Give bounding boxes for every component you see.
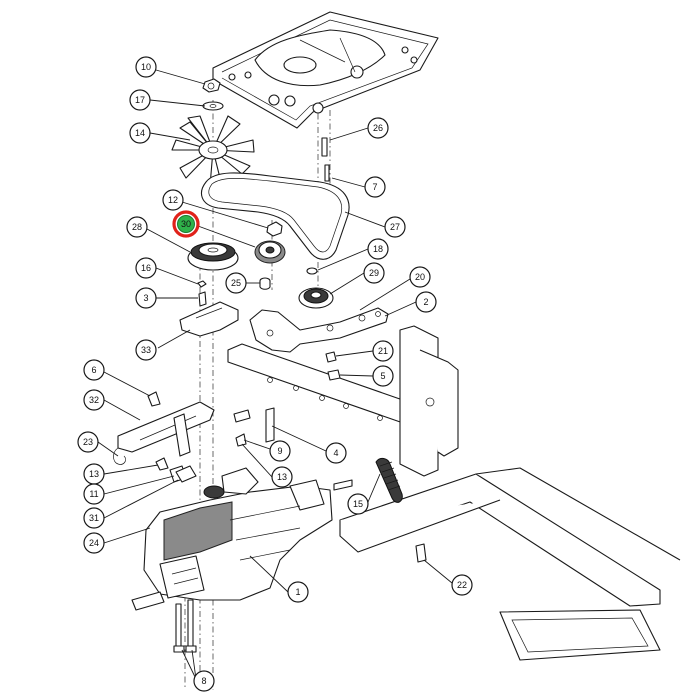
deck-plate (212, 11, 439, 129)
svg-text:10: 10 (141, 62, 151, 72)
svg-text:9: 9 (277, 446, 282, 456)
callout-33[interactable]: 33 (135, 339, 157, 361)
transmission-part (131, 465, 353, 611)
mounting-bracket (117, 401, 215, 457)
svg-text:4: 4 (333, 448, 338, 458)
callout-21[interactable]: 21 (372, 340, 394, 362)
callout-6[interactable]: 5 (372, 365, 394, 387)
belt-guide-bracket (179, 301, 239, 337)
callout-3[interactable]: 3 (135, 287, 157, 309)
spring-part (375, 457, 403, 503)
callout-5[interactable]: 6 (83, 359, 105, 381)
svg-text:18: 18 (373, 244, 383, 254)
svg-text:16: 16 (141, 263, 151, 273)
svg-text:30: 30 (181, 219, 191, 229)
svg-text:21: 21 (378, 346, 388, 356)
callout-25[interactable]: 25 (225, 272, 247, 294)
pin-bolt-part (415, 543, 427, 563)
bolt-part (266, 221, 283, 237)
svg-text:2: 2 (423, 297, 428, 307)
svg-text:24: 24 (89, 538, 99, 548)
callout-13-left[interactable]: 13 (83, 463, 105, 485)
svg-text:27: 27 (390, 222, 400, 232)
svg-text:14: 14 (135, 128, 145, 138)
pin-part (321, 137, 330, 182)
main-frame (227, 325, 681, 661)
svg-text:33: 33 (141, 345, 151, 355)
main-pulley (187, 242, 239, 271)
svg-text:8: 8 (201, 676, 206, 686)
svg-text:20: 20 (415, 272, 425, 282)
key-part (197, 280, 207, 288)
idler-arm (249, 307, 389, 353)
callout-31[interactable]: 31 (83, 507, 105, 529)
callout-1[interactable]: 1 (287, 581, 309, 603)
svg-text:15: 15 (353, 499, 363, 509)
svg-text:22: 22 (457, 580, 467, 590)
svg-text:13: 13 (89, 469, 99, 479)
svg-text:25: 25 (231, 278, 241, 288)
svg-text:29: 29 (369, 268, 379, 278)
axle-shafts (173, 599, 197, 653)
callout-7[interactable]: 7 (364, 176, 386, 198)
callout-27[interactable]: 27 (384, 216, 406, 238)
callout-8[interactable]: 8 (193, 670, 215, 692)
callout-20[interactable]: 20 (409, 266, 431, 288)
spacer-part (259, 277, 271, 290)
callout-26[interactable]: 26 (367, 117, 389, 139)
callout-23[interactable]: 23 (77, 431, 99, 453)
callout-13-right[interactable]: 13 (271, 466, 293, 488)
svg-text:13: 13 (277, 472, 287, 482)
callout-30-highlighted[interactable]: 30 (172, 210, 200, 238)
callout-11[interactable]: 11 (83, 483, 105, 505)
callout-32[interactable]: 32 (83, 389, 105, 411)
svg-text:32: 32 (89, 395, 99, 405)
svg-text:12: 12 (168, 195, 178, 205)
callout-4[interactable]: 4 (325, 442, 347, 464)
leader-lines (97, 69, 453, 680)
svg-text:7: 7 (372, 182, 377, 192)
callout-22[interactable]: 22 (451, 574, 473, 596)
callout-12[interactable]: 12 (162, 189, 184, 211)
svg-text:28: 28 (132, 222, 142, 232)
drive-belt (200, 172, 350, 260)
callout-29[interactable]: 29 (363, 262, 385, 284)
screw-part (198, 291, 207, 307)
svg-text:23: 23 (83, 437, 93, 447)
callout-16[interactable]: 16 (135, 257, 157, 279)
callout-17[interactable]: 17 (129, 89, 151, 111)
svg-text:6: 6 (91, 365, 96, 375)
callout-28[interactable]: 28 (126, 216, 148, 238)
callout-24[interactable]: 24 (83, 532, 105, 554)
svg-text:11: 11 (89, 489, 98, 499)
svg-text:1: 1 (295, 587, 300, 597)
callout-18[interactable]: 18 (367, 238, 389, 260)
svg-text:26: 26 (373, 123, 383, 133)
svg-text:17: 17 (135, 95, 145, 105)
callout-10[interactable]: 10 (135, 56, 157, 78)
svg-text:3: 3 (143, 293, 148, 303)
washer-small-part (306, 267, 318, 275)
callouts: 10 17 14 26 7 12 30 28 27 18 16 25 29 20… (77, 56, 473, 692)
hook-part (113, 447, 126, 465)
callout-2[interactable]: 2 (415, 291, 437, 313)
washer-part (202, 101, 224, 111)
callout-14[interactable]: 14 (129, 122, 151, 144)
pulley-29 (298, 287, 334, 309)
nut-part (202, 78, 221, 93)
callout-15[interactable]: 15 (347, 493, 369, 515)
callout-9[interactable]: 9 (269, 440, 291, 462)
svg-text:5: 5 (380, 371, 385, 381)
svg-text:31: 31 (89, 513, 99, 523)
idler-pulley (254, 240, 286, 264)
